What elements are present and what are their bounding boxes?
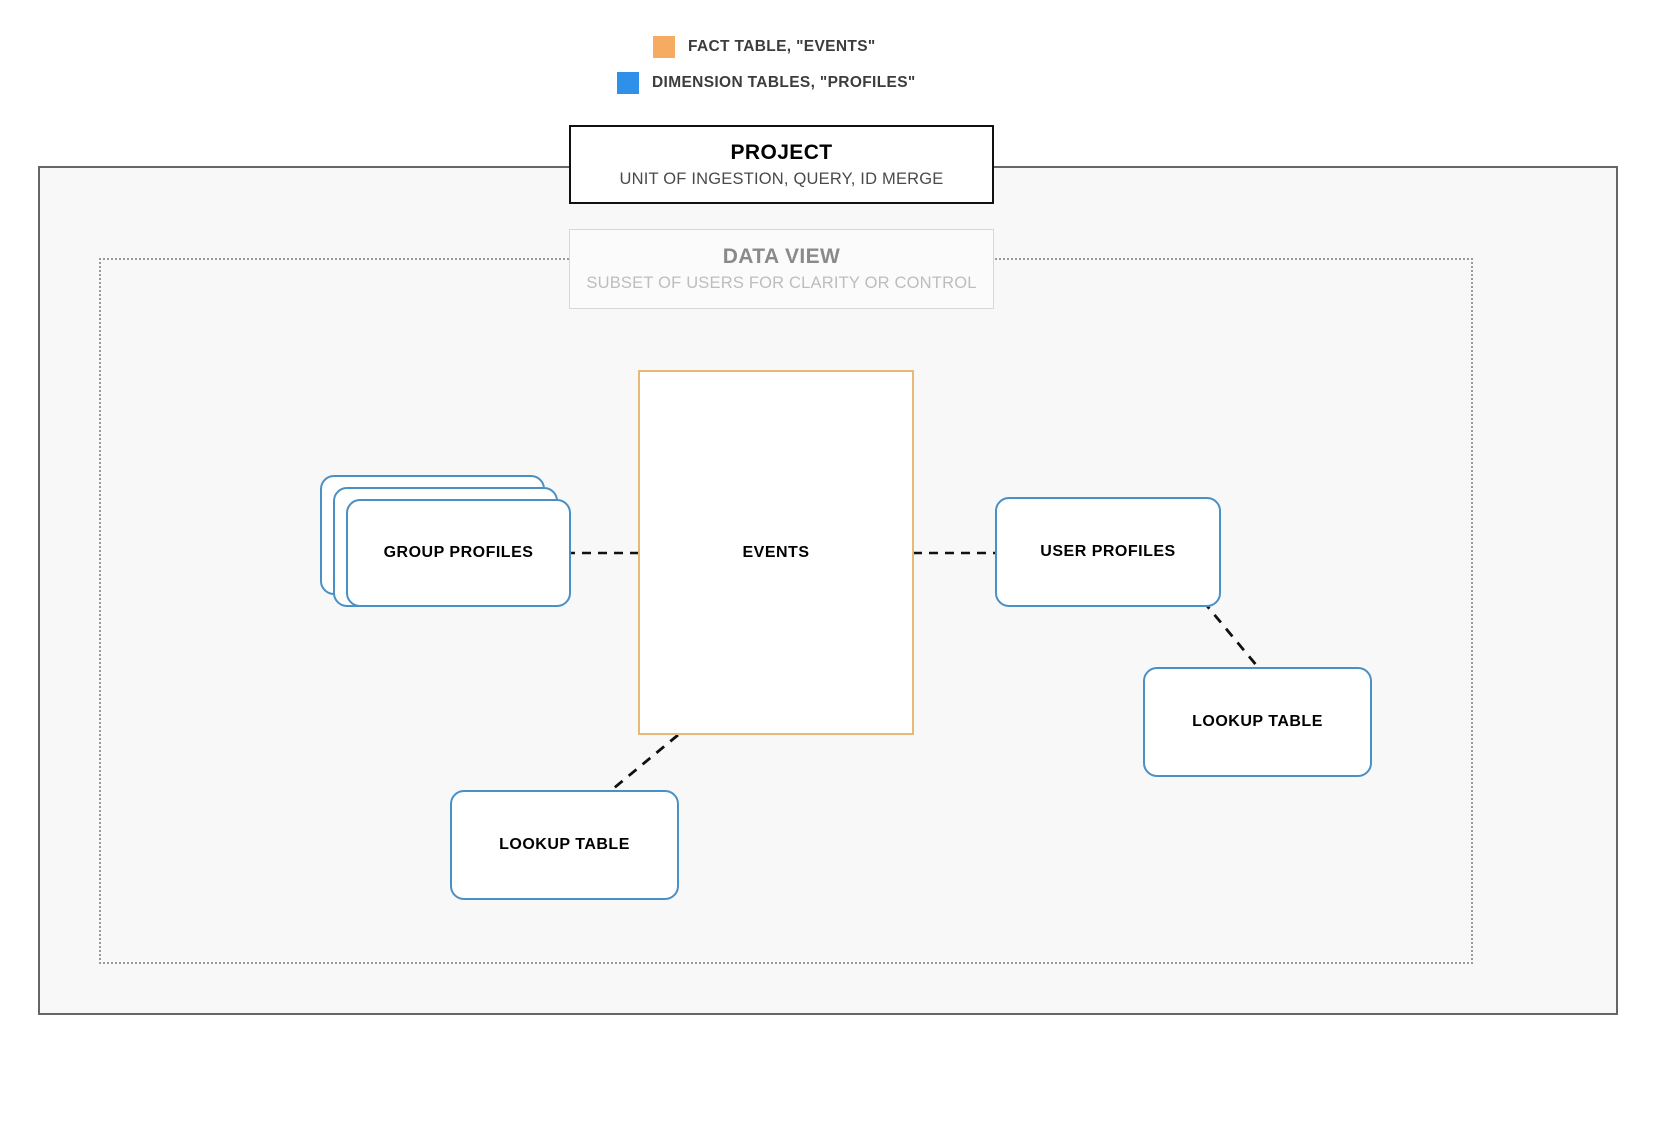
node-events-label: EVENTS (742, 543, 810, 561)
project-subtitle: UNIT OF INGESTION, QUERY, ID MERGE (619, 169, 944, 188)
project-title-box: PROJECT UNIT OF INGESTION, QUERY, ID MER… (569, 125, 994, 204)
node-lookup-table-right-label: LOOKUP TABLE (1192, 713, 1323, 730)
data-view-subtitle: SUBSET OF USERS FOR CLARITY OR CONTROL (586, 274, 977, 292)
node-lookup-table-left-label: LOOKUP TABLE (499, 836, 630, 853)
legend-label-dimension-tables: DIMENSION TABLES, "PROFILES" (652, 74, 916, 91)
node-group-profiles-label: GROUP PROFILES (383, 544, 534, 561)
project-title: PROJECT (730, 140, 833, 164)
legend-item-dimension-tables: DIMENSION TABLES, "PROFILES" (617, 72, 916, 94)
legend-item-fact-table: FACT TABLE, "EVENTS" (653, 36, 876, 58)
data-view-title-box: DATA VIEW SUBSET OF USERS FOR CLARITY OR… (569, 229, 994, 309)
data-view-title: DATA VIEW (722, 245, 841, 268)
legend-label-fact-table: FACT TABLE, "EVENTS" (688, 38, 876, 55)
node-lookup-table-right[interactable]: LOOKUP TABLE (1143, 667, 1372, 777)
node-group-profiles[interactable]: GROUP PROFILES (346, 499, 571, 607)
node-lookup-table-left[interactable]: LOOKUP TABLE (450, 790, 679, 900)
node-events[interactable]: EVENTS (638, 370, 914, 735)
orange-square-swatch (653, 36, 675, 58)
node-user-profiles-label: USER PROFILES (1040, 543, 1176, 560)
node-user-profiles[interactable]: USER PROFILES (995, 497, 1221, 607)
blue-square-swatch (617, 72, 639, 94)
